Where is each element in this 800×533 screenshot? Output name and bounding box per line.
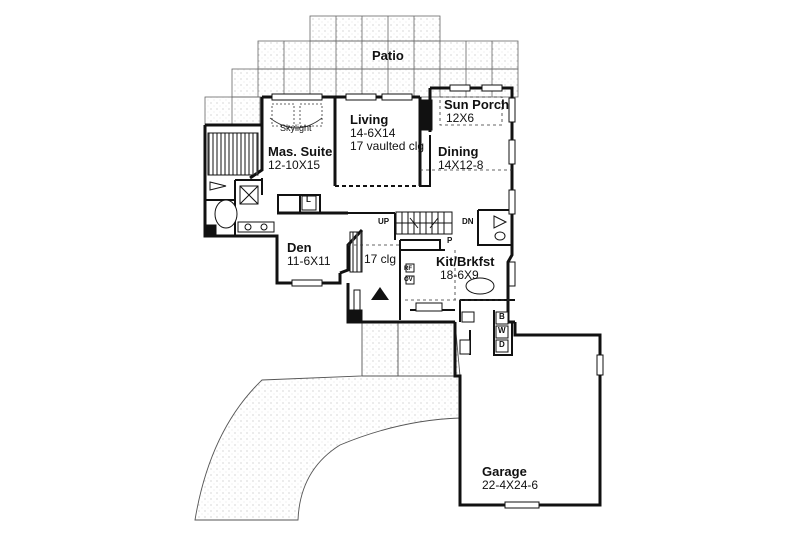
garage-size: 22-4X24-6	[482, 478, 539, 492]
master-suite-label: Mas. Suite	[268, 144, 333, 159]
dining-label: Dining	[438, 144, 479, 159]
bench-label: B	[499, 312, 505, 321]
dining-size: 14X12-8	[438, 158, 484, 172]
windows	[271, 84, 604, 509]
master-suite-size: 12-10X15	[268, 158, 321, 172]
stairs	[395, 211, 453, 235]
refrigerator-label: RF	[404, 266, 412, 272]
skylight-label: Skylight	[280, 123, 312, 133]
sun-porch-size: 12X6	[446, 111, 475, 125]
linen-closet-label: L	[306, 195, 311, 204]
den-size: 11-6X11	[287, 254, 331, 268]
fixtures	[209, 181, 509, 355]
kitchen-size: 18-6X9	[440, 268, 479, 282]
den-label: Den	[287, 240, 312, 255]
closets	[205, 99, 433, 323]
oven-label: OV	[404, 277, 413, 283]
sun-porch-label: Sun Porch	[444, 97, 510, 112]
kitchen-label: Kit/Brkfst	[436, 254, 495, 269]
living-ceiling-note: 17 vaulted clg	[350, 139, 425, 153]
patio-label: Patio	[372, 48, 404, 63]
living-label: Living	[350, 112, 389, 127]
driveway	[194, 321, 461, 521]
dryer-label: D	[499, 340, 505, 349]
stair-up-label: UP	[378, 217, 390, 226]
foyer-ceiling-note: 17 clg	[364, 252, 397, 266]
entry-marker-icon	[371, 287, 389, 300]
skylights	[269, 103, 323, 129]
patio-paving	[204, 15, 519, 126]
living-size: 14-6X14	[350, 126, 396, 140]
washer-label: W	[498, 326, 506, 335]
pantry-label: P	[447, 236, 453, 245]
garage-label: Garage	[482, 464, 527, 479]
stair-down-label: DN	[462, 217, 474, 226]
